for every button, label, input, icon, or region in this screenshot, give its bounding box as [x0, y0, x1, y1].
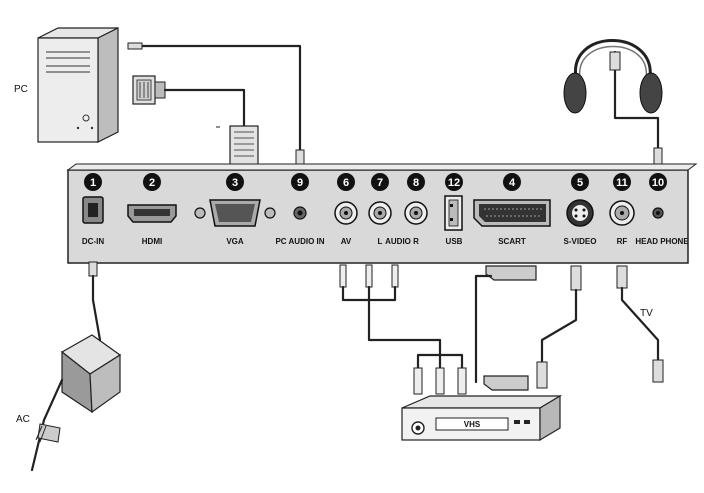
svg-text:6: 6	[343, 177, 349, 189]
svg-text:11: 11	[616, 177, 628, 189]
vhs-player-icon	[401, 394, 563, 442]
port-badge-9	[291, 173, 309, 191]
svg-text:12: 12	[448, 177, 460, 189]
svg-text:2: 2	[149, 177, 155, 189]
port-badge-2	[143, 173, 161, 191]
port-badge-12	[445, 173, 463, 191]
port-audio-r: 8 R	[404, 173, 428, 246]
pc-tower-icon	[37, 27, 119, 143]
port-rf: 11 RF	[609, 173, 635, 246]
port-hdmi: 2 HDMI	[127, 173, 177, 246]
port-badge-1	[84, 173, 102, 191]
port-label-hdmi: HDMI	[142, 237, 162, 246]
svg-text:7: 7	[377, 177, 383, 189]
port-badge-4	[503, 173, 521, 191]
vga-plug-icon	[132, 75, 166, 105]
audio-group-label: AUDIO	[385, 237, 411, 246]
ac-adapter-icon	[60, 334, 122, 414]
rca-plugs-top-icon	[339, 264, 399, 288]
ac-label: AC	[16, 414, 30, 425]
port-label-rf: RF	[617, 237, 628, 246]
port-badge-10	[649, 173, 667, 191]
port-label-dc-in: DC-IN	[82, 237, 104, 246]
port-label-scart: SCART	[498, 237, 526, 246]
headphones-icon	[563, 39, 663, 114]
svg-text:8: 8	[413, 177, 419, 189]
svg-text:3: 3	[232, 177, 238, 189]
port-dc-in: 1 DC-IN	[82, 173, 104, 246]
vga-connector-icon	[229, 125, 259, 167]
tv-label: TV	[640, 308, 653, 319]
svg-text:9: 9	[297, 177, 303, 189]
port-label-audio-r: R	[413, 237, 419, 246]
port-label-headphone: HEAD PHONE	[635, 237, 689, 246]
port-badge-7	[371, 173, 389, 191]
scart-plug-bottom-icon	[483, 375, 529, 391]
svg-text:10: 10	[652, 177, 664, 189]
port-av: 6 AV	[334, 173, 358, 246]
port-label-usb: USB	[446, 237, 463, 246]
port-vga: 3 VGA	[194, 173, 276, 246]
svg-text:5: 5	[577, 177, 583, 189]
port-pc-audio-in: 9 PC AUDIO IN	[275, 173, 325, 246]
port-badge-6	[337, 173, 355, 191]
port-label-vga: VGA	[226, 237, 244, 246]
port-badge-11	[613, 173, 631, 191]
port-label-audio-l: L	[378, 237, 383, 246]
port-label-s-video: S-VIDEO	[564, 237, 597, 246]
port-audio-l: 7 L	[368, 173, 392, 246]
svg-text:4: 4	[509, 177, 516, 189]
port-badge-8	[407, 173, 425, 191]
port-s-video: 5 S-VIDEO	[564, 173, 597, 246]
rca-plugs-bottom-icon	[413, 367, 467, 395]
port-label-av: AV	[341, 237, 352, 246]
port-badge-5	[571, 173, 589, 191]
port-label-pc-audio-in: PC AUDIO IN	[275, 237, 324, 246]
port-usb: 12 USB	[444, 173, 463, 246]
scart-plug-top-icon	[485, 265, 537, 281]
port-scart: 4 SCART	[473, 173, 551, 246]
svg-text:1: 1	[90, 177, 96, 189]
ac-plug-icon	[35, 423, 61, 443]
port-badge-3	[226, 173, 244, 191]
pc-label: PC	[14, 84, 28, 95]
vhs-label: VHS	[464, 420, 481, 429]
port-headphone: 10 HEAD PHONE	[635, 173, 689, 246]
